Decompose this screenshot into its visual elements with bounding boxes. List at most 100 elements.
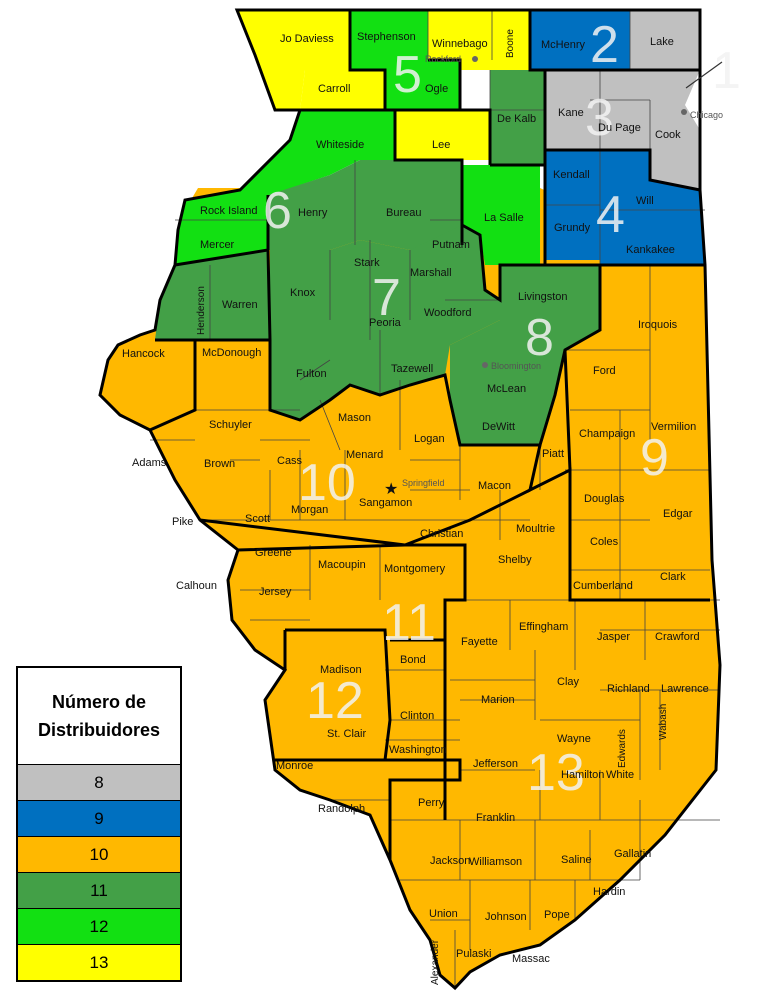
county-bond: Bond: [400, 654, 426, 666]
county-champaign: Champaign: [579, 428, 635, 440]
county-boone: Boone: [505, 29, 516, 58]
county-moultrie: Moultrie: [516, 523, 555, 535]
region-11-central: [270, 225, 500, 420]
legend-row-8: 8: [18, 765, 180, 801]
county-carroll: Carroll: [318, 83, 350, 95]
county-cumberland: Cumberland: [573, 580, 633, 592]
county-pulaski: Pulaski: [456, 948, 491, 960]
county-st-clair: St. Clair: [327, 728, 366, 740]
region-number-6: 6: [263, 182, 292, 240]
county-mercer: Mercer: [200, 239, 235, 251]
county-putnam: Putnam: [432, 239, 470, 251]
region-numbers: 1 2 3 4 5 6 7 8 9 10 11 12 13: [263, 16, 741, 802]
region-number-9: 9: [640, 429, 669, 487]
springfield-star-icon: ★: [384, 481, 398, 498]
county-jackson: Jackson: [430, 855, 470, 867]
county-edwards: Edwards: [617, 729, 628, 768]
bloomington-dot: [482, 362, 488, 368]
county-macoupin: Macoupin: [318, 559, 366, 571]
region-13-winnebago-boone: [428, 10, 530, 70]
county-crawford: Crawford: [655, 631, 700, 643]
region-12-whiteside-mercer: [175, 110, 395, 265]
legend-value: 8: [94, 772, 104, 792]
county-piatt: Piatt: [542, 448, 564, 460]
legend-title: Número de Distribuidores: [18, 668, 180, 765]
county-livingston: Livingston: [518, 291, 568, 303]
county-woodford: Woodford: [424, 307, 472, 319]
county-jo-daviess: Jo Daviess: [280, 33, 334, 45]
county-richland: Richland: [607, 683, 650, 695]
county-stephenson: Stephenson: [357, 31, 416, 43]
county-jefferson: Jefferson: [473, 758, 518, 770]
county-rock-island: Rock Island: [200, 205, 257, 217]
region-1-leader-line: [685, 61, 723, 89]
county-perry: Perry: [418, 797, 445, 809]
county-kane: Kane: [558, 107, 584, 119]
chicago-dot: [681, 109, 687, 115]
legend-row-11: 11: [18, 873, 180, 909]
county-madison: Madison: [320, 664, 362, 676]
county-hamilton: Hamilton: [561, 769, 604, 781]
region-11-henderson-warren: [155, 250, 270, 340]
region-11-dekalb: [490, 70, 545, 165]
county-cass: Cass: [277, 455, 303, 467]
legend-row-9: 9: [18, 801, 180, 837]
region-13-carroll: [300, 70, 385, 110]
county-jasper: Jasper: [597, 631, 630, 643]
county-shelby: Shelby: [498, 554, 532, 566]
county-franklin: Franklin: [476, 812, 515, 824]
county-washington: Washington: [389, 744, 447, 756]
county-adams: Adams: [132, 457, 167, 469]
county-kankakee: Kankakee: [626, 244, 675, 256]
legend-value: 13: [89, 952, 109, 972]
county-jersey: Jersey: [259, 586, 292, 598]
region-number-1: 1: [712, 42, 741, 100]
region-number-7: 7: [372, 269, 401, 327]
county-labels: Jo Daviess Stephenson Winnebago Boone Mc…: [122, 29, 709, 985]
county-mcdonough: McDonough: [202, 347, 261, 359]
region-number-12: 12: [306, 672, 364, 730]
legend-title-line1: Número de: [51, 692, 147, 712]
region-number-2: 2: [590, 16, 619, 74]
county-winnebago: Winnebago: [432, 38, 488, 50]
county-ford: Ford: [593, 365, 616, 377]
county-johnson: Johnson: [485, 911, 527, 923]
legend-value: 10: [89, 844, 109, 864]
county-brown: Brown: [204, 458, 235, 470]
legend-value: 12: [89, 916, 109, 936]
county-edgar: Edgar: [663, 508, 693, 520]
county-massac: Massac: [512, 953, 550, 965]
county-marshall: Marshall: [410, 267, 452, 279]
legend-row-10: 10: [18, 837, 180, 873]
region-borders: [98, 8, 722, 991]
county-morgan: Morgan: [291, 504, 328, 516]
region-number-10: 10: [298, 454, 356, 512]
region-number-5: 5: [393, 46, 422, 104]
legend-row-13: 13: [18, 945, 180, 980]
county-alexander: Alexander: [430, 939, 441, 985]
city-rockford: Rockford: [425, 54, 461, 64]
county-ogle: Ogle: [425, 83, 448, 95]
region-8-kane-dupage-cook: [545, 70, 700, 190]
county-monroe: Monroe: [276, 760, 313, 772]
cities: Rockford Chicago Bloomington ★ Springfie…: [384, 54, 723, 498]
county-white: White: [606, 769, 634, 781]
legend-value: 11: [90, 880, 108, 900]
county-pope: Pope: [544, 909, 570, 921]
region-number-11: 11: [382, 594, 436, 652]
region-number-4: 4: [596, 186, 625, 244]
county-lawrence: Lawrence: [661, 683, 709, 695]
region-13-lee: [395, 110, 490, 160]
county-menard: Menard: [346, 449, 383, 461]
county-wayne: Wayne: [557, 733, 591, 745]
county-pike: Pike: [172, 516, 193, 528]
county-union: Union: [429, 908, 458, 920]
county-hardin: Hardin: [593, 886, 625, 898]
county-macon: Macon: [478, 480, 511, 492]
region-12-stephenson-ogle: [350, 10, 460, 110]
county-dewitt: DeWitt: [482, 421, 515, 433]
county-clinton: Clinton: [400, 710, 434, 722]
legend-title-line2: Distribuidores: [37, 720, 161, 740]
county-williamson: Williamson: [469, 856, 522, 868]
